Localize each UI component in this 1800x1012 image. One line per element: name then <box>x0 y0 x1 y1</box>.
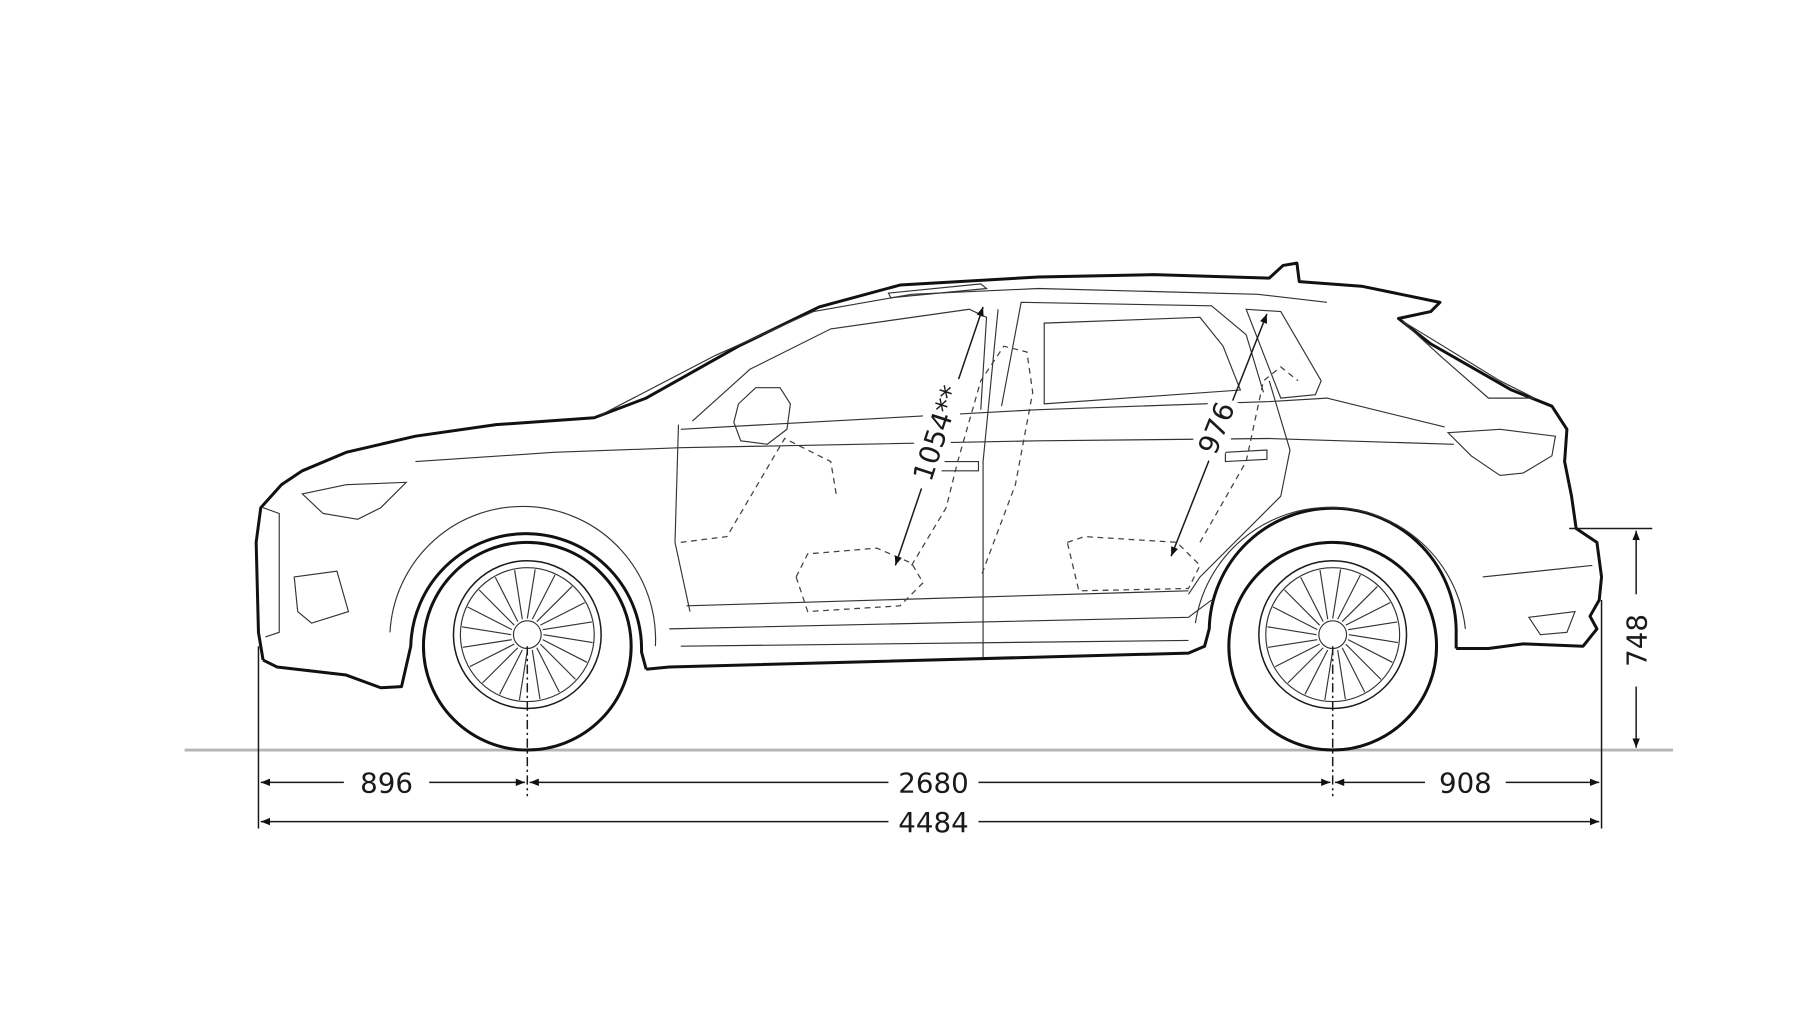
wheel-spoke <box>482 647 519 684</box>
extension-lines <box>257 527 1653 829</box>
wheel-spoke <box>499 649 523 695</box>
wheel-spoke <box>1348 634 1399 644</box>
wheel-spoke <box>494 576 519 622</box>
wheel-spoke <box>462 639 513 648</box>
wheel-spoke <box>518 650 528 701</box>
wheel-spoke <box>1304 649 1329 695</box>
wheel-spoke <box>1272 606 1318 631</box>
wheel-spoke <box>539 643 576 680</box>
wheel-spoke <box>1347 621 1398 631</box>
wheel-spoke <box>1332 569 1342 619</box>
front-overhang-label: 896 <box>360 767 413 800</box>
wheel-spoke <box>542 621 592 631</box>
wheel-spoke <box>1287 647 1324 684</box>
wheel-spoke <box>1284 589 1321 626</box>
wheel-spoke <box>1345 602 1391 626</box>
load-sill-height-label: 748 <box>1621 614 1654 667</box>
wheel-spoke <box>1347 639 1393 663</box>
wheel-spoke <box>1337 649 1346 700</box>
wheel-spoke <box>526 569 536 619</box>
wheelbase-label: 2680 <box>898 767 968 800</box>
wheel-spoke <box>514 570 523 620</box>
wheel-spoke <box>540 602 586 626</box>
wheel-spoke <box>1319 570 1329 620</box>
wheel-spoke <box>1300 576 1324 622</box>
wheel-spoke <box>478 589 515 626</box>
wheel-spoke <box>1324 650 1334 701</box>
wheel-spoke <box>1267 626 1317 636</box>
front-wheel <box>421 540 633 752</box>
wheel-spoke <box>461 626 512 636</box>
wheel-spoke <box>1268 639 1318 648</box>
wheel-spoke <box>543 634 593 644</box>
wheel-spoke <box>1341 647 1366 693</box>
wheel-spoke <box>531 574 556 620</box>
overall-length-label: 4484 <box>898 806 968 839</box>
wheel-spoke <box>531 649 541 700</box>
rear-overhang-label: 908 <box>1439 767 1492 800</box>
wheel-spoke <box>469 643 515 668</box>
wheel-spoke <box>1341 586 1378 622</box>
wheel-spoke <box>536 586 573 622</box>
wheel-spoke <box>1345 643 1382 680</box>
rear-wheel <box>1227 540 1439 752</box>
front-headroom-label: 1054** <box>906 381 968 485</box>
wheel-spoke <box>536 647 560 693</box>
wheel-spoke <box>1274 643 1320 668</box>
wheel-spoke <box>542 639 588 663</box>
wheel-spoke <box>1337 574 1361 620</box>
wheel-spoke <box>467 606 513 631</box>
